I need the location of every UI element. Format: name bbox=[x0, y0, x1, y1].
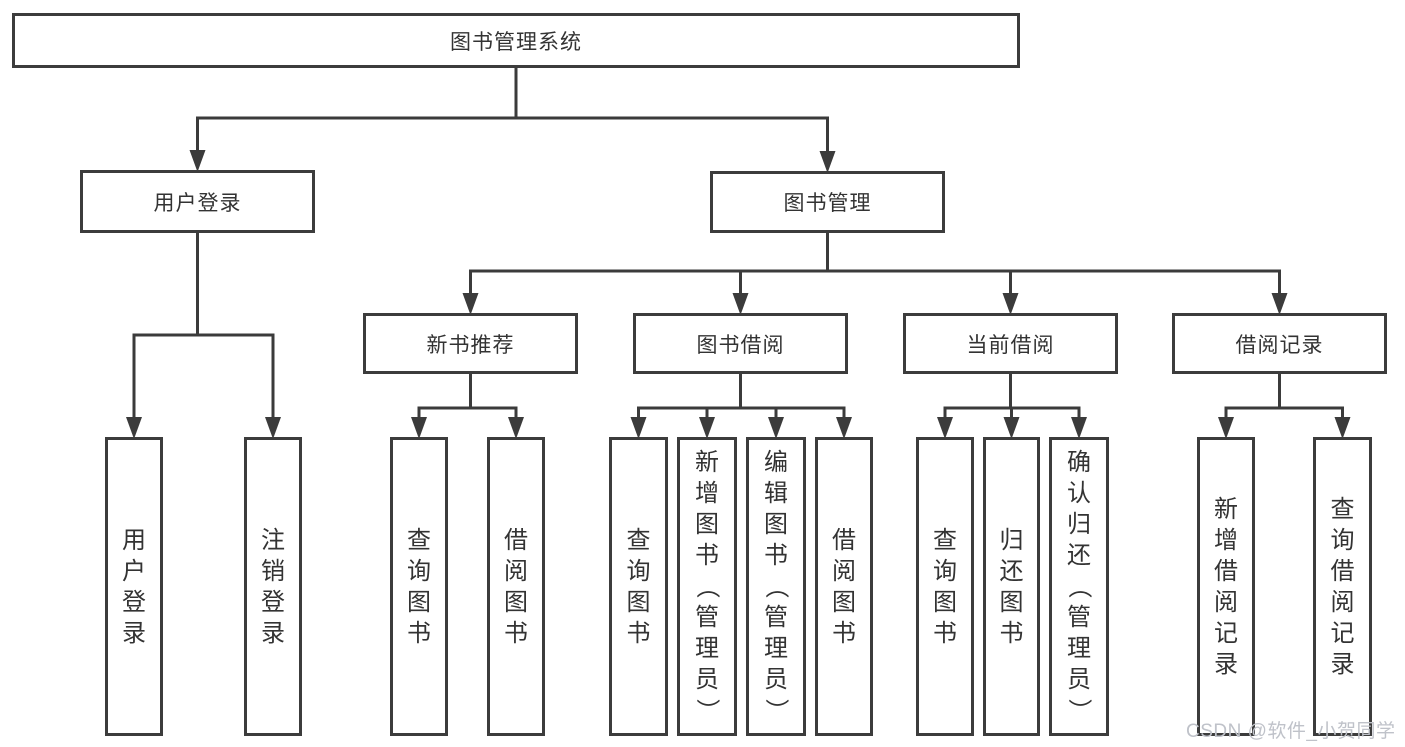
node-bb-borrow-books: 借阅图书 bbox=[815, 437, 873, 736]
node-nb-borrow-books: 借阅图书 bbox=[487, 437, 545, 736]
node-label: 注销登录 bbox=[261, 526, 285, 647]
node-book-borrowing: 图书借阅 bbox=[633, 313, 848, 374]
node-label: 图书管理 bbox=[783, 192, 872, 215]
node-user-login: 用户登录 bbox=[80, 170, 315, 233]
node-label: 图书借阅 bbox=[696, 333, 785, 357]
node-label: 归还图书 bbox=[999, 526, 1024, 647]
node-label: 借阅图书 bbox=[504, 526, 528, 647]
node-cb-return-books: 归还图书 bbox=[983, 437, 1040, 736]
node-label: 查询借阅记录 bbox=[1330, 495, 1355, 678]
node-new-book-recommend: 新书推荐 bbox=[363, 313, 578, 374]
node-logout: 注销登录 bbox=[244, 437, 302, 736]
node-current-borrowing: 当前借阅 bbox=[903, 313, 1118, 374]
node-bb-query-books: 查询图书 bbox=[609, 437, 668, 736]
node-library-management-system: 图书管理系统 bbox=[12, 13, 1020, 68]
node-label: 借阅记录 bbox=[1235, 333, 1324, 357]
node-label: 查询图书 bbox=[407, 526, 431, 647]
node-bb-edit-books-admin: 编辑图书（管理员） bbox=[746, 437, 806, 736]
node-label: 用户登录 bbox=[122, 526, 146, 647]
node-book-management: 图书管理 bbox=[710, 171, 945, 233]
node-label: 确认归还（管理员） bbox=[1065, 449, 1093, 723]
node-label: 新增借阅记录 bbox=[1214, 495, 1238, 678]
csdn-watermark: CSDN @软件_小贺同学 bbox=[1186, 721, 1396, 742]
node-nb-query-books: 查询图书 bbox=[390, 437, 448, 736]
node-borrow-records: 借阅记录 bbox=[1172, 313, 1387, 374]
node-cb-confirm-return-admin: 确认归还（管理员） bbox=[1049, 437, 1109, 736]
node-label: 查询图书 bbox=[626, 526, 651, 647]
node-cb-query-books: 查询图书 bbox=[916, 437, 974, 736]
node-label: 新书推荐 bbox=[426, 333, 515, 357]
node-user-login-leaf: 用户登录 bbox=[105, 437, 163, 736]
node-label: 新增图书（管理员） bbox=[693, 449, 721, 723]
node-label: 用户登录 bbox=[153, 191, 242, 215]
node-label: 编辑图书（管理员） bbox=[762, 449, 790, 723]
node-br-add-record: 新增借阅记录 bbox=[1197, 437, 1255, 736]
node-label: 当前借阅 bbox=[966, 333, 1055, 357]
node-label: 借阅图书 bbox=[832, 526, 856, 647]
node-bb-add-books-admin: 新增图书（管理员） bbox=[677, 437, 737, 736]
node-label: 图书管理系统 bbox=[450, 30, 582, 54]
node-label: 查询图书 bbox=[933, 526, 957, 647]
node-br-query-record: 查询借阅记录 bbox=[1313, 437, 1372, 736]
